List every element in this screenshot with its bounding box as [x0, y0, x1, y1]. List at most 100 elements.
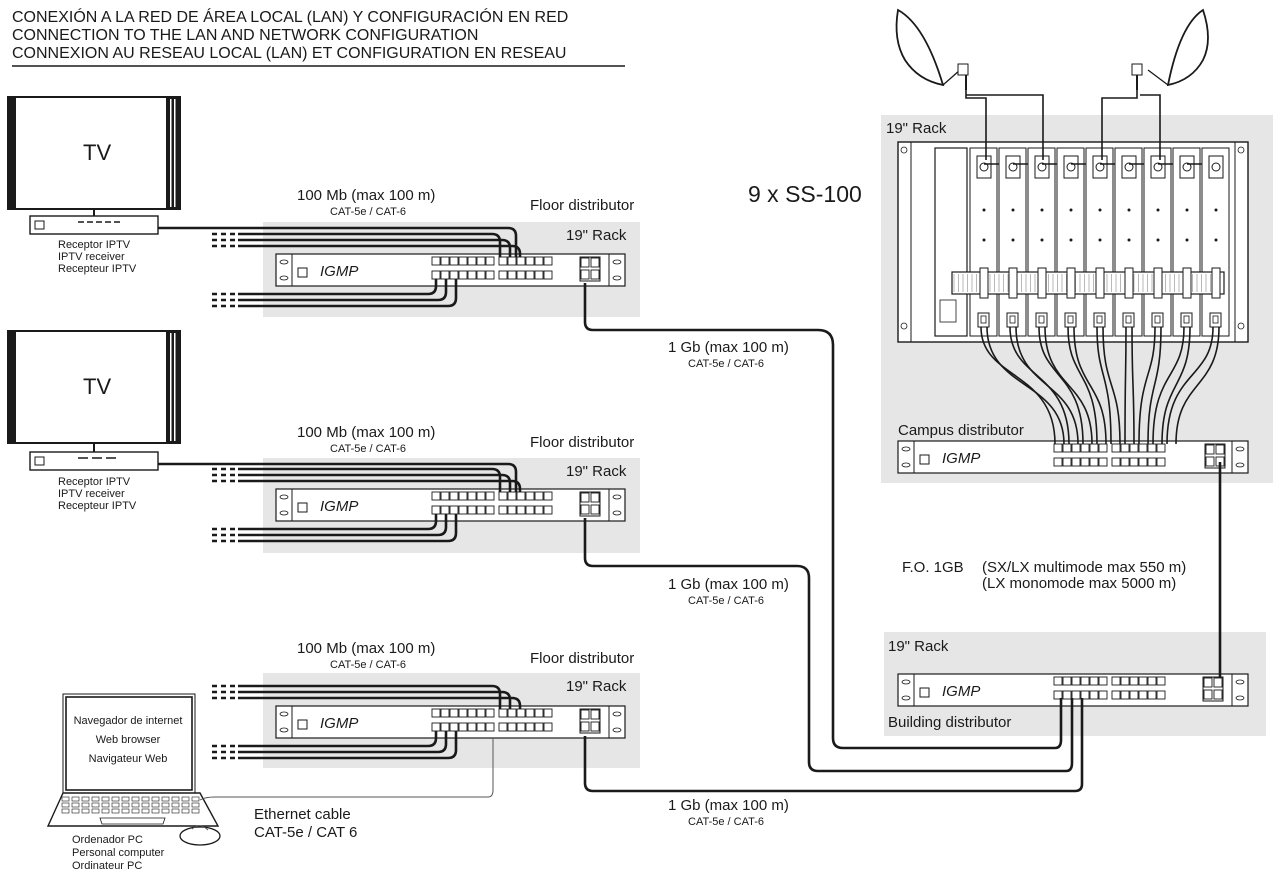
rj45-port	[476, 708, 486, 718]
rj45-port	[1080, 457, 1090, 467]
rj45-port	[507, 270, 517, 280]
rj45-port	[467, 505, 477, 515]
rj45-port	[534, 491, 544, 501]
rj45-port	[1098, 443, 1108, 453]
title-line-es: CONEXIÓN A LA RED DE ÁREA LOCAL (LAN) Y …	[12, 7, 568, 26]
rj45-port	[1062, 676, 1072, 686]
ss-100-module	[1027, 147, 1071, 337]
user-cables	[212, 232, 522, 308]
rj45-port	[485, 270, 495, 280]
rj45-port	[1120, 443, 1130, 453]
uplink-speed-label: 1 Gb (max 100 m)	[668, 576, 789, 593]
switch-led	[297, 267, 308, 278]
pc-screen-line-en: Web browser	[96, 734, 161, 746]
floor-rack-label: 19" Rack	[566, 678, 627, 695]
floor-speed-label: 100 Mb (max 100 m)	[297, 424, 435, 441]
receiver-2-label-es: Receptor IPTV	[58, 476, 131, 488]
switch-label: IGMP	[320, 498, 358, 515]
rj45-port	[1098, 457, 1108, 467]
rj45-port	[1129, 457, 1139, 467]
receiver-1-label-en: IPTV receiver	[58, 251, 125, 263]
pc-label-es: Ordenador PC	[72, 834, 143, 846]
rj45-port	[525, 270, 535, 280]
rj45-port	[498, 256, 508, 266]
uplink-cable-label: CAT-5e / CAT-6	[688, 816, 764, 828]
rj45-port	[516, 722, 526, 732]
switch-label: IGMP	[942, 683, 980, 700]
fiber-label: F.O. 1GB	[902, 559, 964, 576]
campus-distributor-label: Campus distributor	[898, 422, 1024, 439]
rj45-port	[458, 722, 468, 732]
uplink-floor-1	[583, 283, 1063, 750]
uplink-speed-label: 1 Gb (max 100 m)	[668, 797, 789, 814]
headend-rack-label: 19" Rack	[886, 120, 947, 137]
rj45-port	[516, 505, 526, 515]
rj45-port	[1138, 690, 1148, 700]
building-rack-label: 19" Rack	[888, 638, 949, 655]
rj45-port	[476, 270, 486, 280]
rj45-port	[525, 491, 535, 501]
rj45-port	[467, 270, 477, 280]
ss-100-module	[1056, 147, 1100, 337]
floor-speed-label: 100 Mb (max 100 m)	[297, 187, 435, 204]
rj45-port	[440, 270, 450, 280]
rj45-port	[476, 722, 486, 732]
receiver-1-label-es: Receptor IPTV	[58, 239, 131, 251]
rj45-port	[1129, 443, 1139, 453]
building-distributor-label: Building distributor	[888, 714, 1011, 731]
floor-switch: IGMP	[275, 253, 626, 287]
campus-switch: IGMP	[897, 440, 1249, 474]
tv-2: TV	[7, 330, 181, 452]
rj45-port	[440, 505, 450, 515]
rj45-port	[507, 505, 517, 515]
ss-100-modules	[969, 147, 1230, 337]
rj45-port	[516, 491, 526, 501]
uplink-speed-label: 1 Gb (max 100 m)	[668, 339, 789, 356]
floor-rack-label: 19" Rack	[566, 227, 627, 244]
rj45-port	[1098, 690, 1108, 700]
uplink-cable-label: CAT-5e / CAT-6	[688, 595, 764, 607]
rj45-port	[1147, 676, 1157, 686]
rj45-port	[1080, 443, 1090, 453]
rj45-port	[1071, 457, 1081, 467]
rj45-port	[431, 270, 441, 280]
rj45-port	[476, 256, 486, 266]
switch-label: IGMP	[942, 450, 980, 467]
uplink-cables	[583, 283, 1222, 793]
uplink-cable-label: CAT-5e / CAT-6	[688, 358, 764, 370]
receiver-cables	[158, 226, 518, 492]
diagram-title: CONEXIÓN A LA RED DE ÁREA LOCAL (LAN) Y …	[12, 7, 625, 67]
fiber-multimode-label: (SX/LX multimode max 550 m)	[982, 559, 1186, 576]
rj45-port	[440, 256, 450, 266]
rj45-port	[507, 256, 517, 266]
ss-100-module	[1172, 147, 1216, 337]
pc-screen-line-fr: Navigateur Web	[89, 753, 168, 765]
rj45-port	[1111, 690, 1121, 700]
rj45-port	[1053, 457, 1063, 467]
rj45-port	[1120, 690, 1130, 700]
rj45-port	[543, 722, 553, 732]
rj45-port	[1080, 690, 1090, 700]
rj45-port	[1147, 457, 1157, 467]
rj45-port	[525, 505, 535, 515]
rj45-port	[467, 491, 477, 501]
floor-switch: IGMP	[275, 705, 626, 739]
rj45-port	[431, 505, 441, 515]
rj45-port	[1053, 676, 1063, 686]
rj45-port	[525, 708, 535, 718]
rj45-port	[543, 491, 553, 501]
ss-100-module	[1201, 147, 1230, 337]
rj45-port	[1071, 690, 1081, 700]
rj45-port	[431, 256, 441, 266]
switch-body	[275, 253, 626, 287]
module-to-switch-cables	[980, 326, 1220, 445]
rj45-port	[1156, 676, 1166, 686]
switch-body	[275, 488, 626, 522]
rj45-port	[485, 491, 495, 501]
rj45-port	[534, 722, 544, 732]
rj45-port	[440, 708, 450, 718]
switch-led	[919, 454, 930, 465]
floor-cable-label: CAT-5e / CAT-6	[330, 659, 406, 671]
